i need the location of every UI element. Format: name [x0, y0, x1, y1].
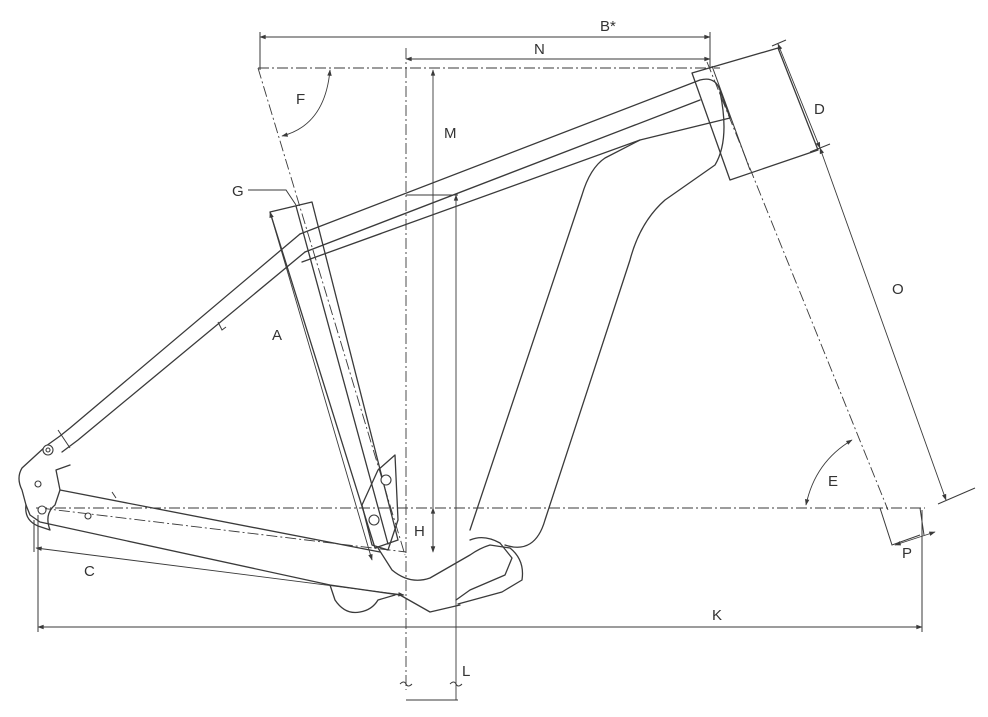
head-tube-axis: [706, 61, 889, 511]
dim-c-line: [35, 546, 405, 597]
pivot-bolts: [34, 444, 392, 526]
motor-bracket: [377, 544, 524, 605]
dim-d-line: [777, 43, 821, 149]
down-tube: [504, 91, 725, 548]
label-a: A: [272, 327, 282, 344]
dim-f-arc: [281, 69, 332, 137]
chain-stay-upper: [59, 489, 381, 553]
seat-tube: [269, 201, 399, 549]
break-mark-left: [399, 681, 413, 687]
motor-bracket-inner: [455, 536, 513, 601]
down-tube-inner: [469, 139, 641, 531]
dropout-bolt-icon: [34, 480, 42, 488]
label-m: M: [444, 125, 457, 142]
label-b: B*: [600, 18, 616, 35]
top-tube-inner: [304, 99, 701, 253]
dimensions: [33, 32, 976, 701]
seat-stay-pivot-center-icon: [45, 447, 51, 453]
seat-stay-inner: [61, 251, 306, 453]
seat-stay: [18, 233, 301, 506]
label-n: N: [534, 41, 545, 58]
rear-dropout: [25, 464, 71, 531]
dim-o-line: [819, 147, 947, 501]
rocker-bolt-upper-icon: [380, 474, 392, 486]
dim-g-leader: [248, 189, 297, 206]
label-g: G: [232, 183, 244, 200]
cable-port-2: [111, 491, 117, 499]
dim-a-line: [269, 211, 373, 561]
rocker-bolt-lower-icon: [368, 514, 380, 526]
chain-stay: [25, 504, 461, 613]
seat-stay-joint: [57, 429, 71, 449]
head-tube-mid: [711, 65, 751, 171]
break-mark-right: [449, 681, 463, 687]
label-p: P: [902, 545, 912, 562]
label-f: F: [296, 91, 305, 108]
label-o: O: [892, 281, 904, 298]
top-tube: [299, 78, 731, 263]
dim-p-line: [894, 531, 936, 546]
cable-port: [217, 321, 227, 331]
dim-e-arc: [805, 439, 853, 506]
label-l: L: [462, 663, 470, 680]
dim-o-ext: [937, 487, 976, 505]
label-c: C: [84, 563, 95, 580]
label-e: E: [828, 473, 838, 490]
head-tube: [691, 47, 819, 181]
dim-p-ext: [919, 507, 925, 536]
chainstay-bolt-icon: [84, 512, 92, 520]
motor-housing: [329, 584, 396, 614]
centerlines: [36, 48, 925, 690]
label-d: D: [814, 101, 825, 118]
dim-d-ext-top: [771, 39, 787, 47]
seat-tube-inner: [295, 205, 389, 545]
dim-p-bracket: [879, 507, 921, 546]
label-k: K: [712, 607, 722, 624]
axle-bolt-icon: [37, 505, 47, 515]
chainstay-axis: [39, 507, 407, 553]
label-h: H: [414, 523, 425, 540]
dimension-labels: B* N F M D G O A E H P C K L: [84, 18, 912, 680]
